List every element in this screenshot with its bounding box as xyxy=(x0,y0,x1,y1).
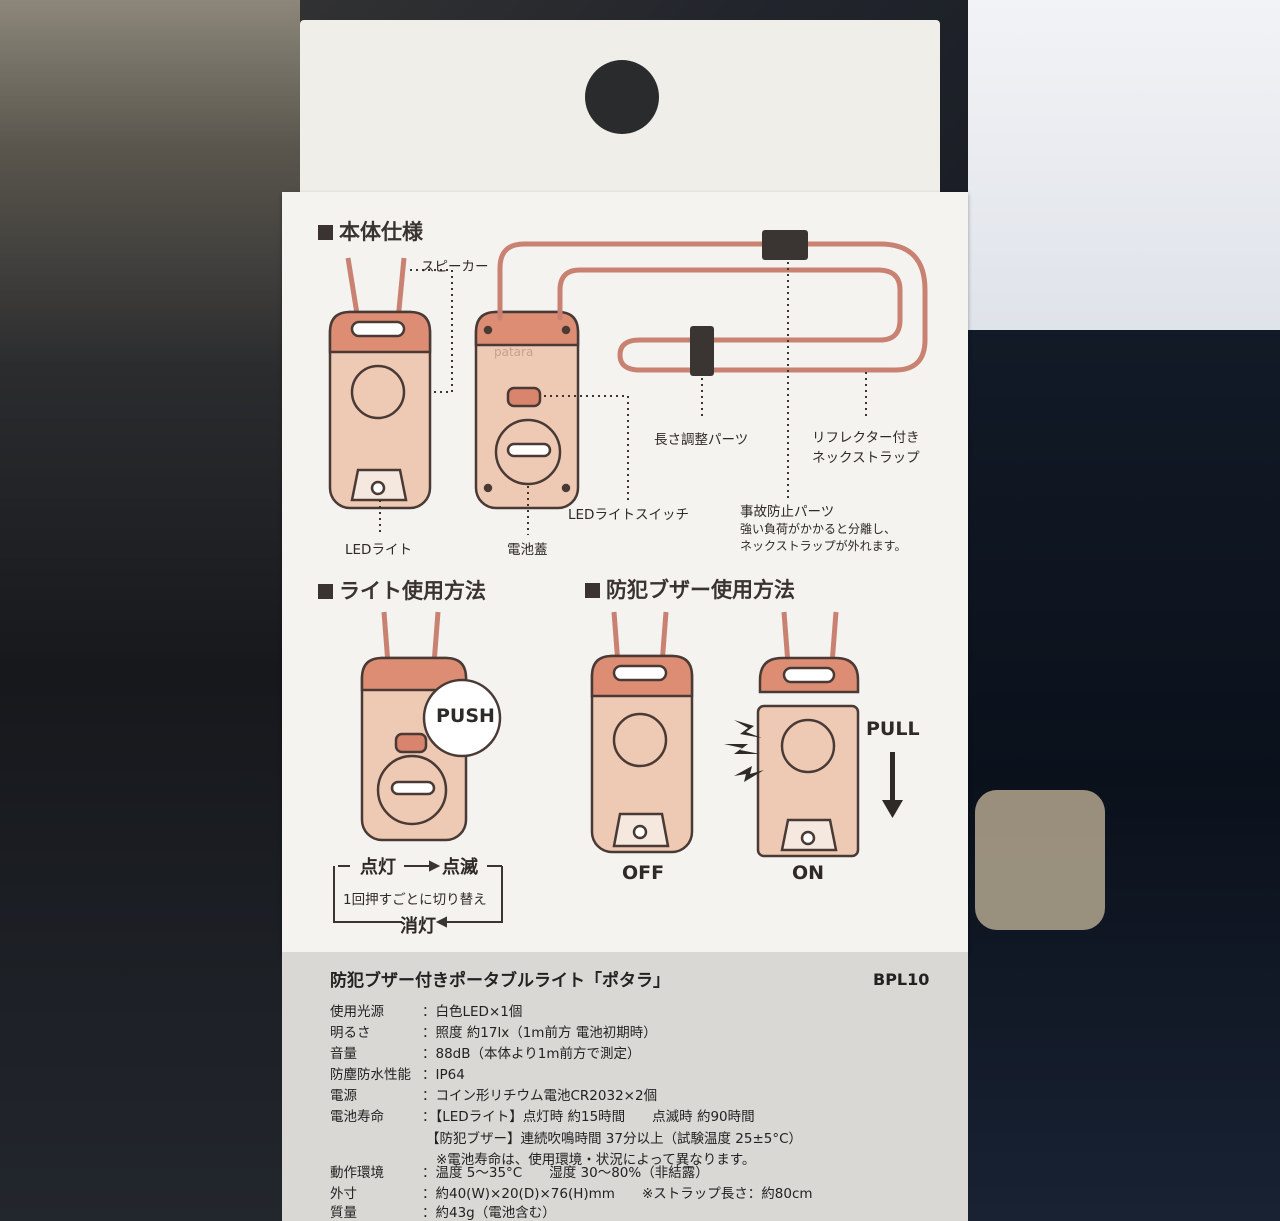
spec-row: 防塵防水性能：IP64 xyxy=(330,1067,465,1083)
device-logo: patara xyxy=(494,345,534,359)
neck-strap xyxy=(497,241,928,373)
label-accident-desc-1: 強い負荷がかかると分離し、 xyxy=(740,522,897,536)
pull-arrow-icon xyxy=(882,752,903,818)
buzzer-on-label: ON xyxy=(792,862,825,884)
section-title-light-usage: ライト使用方法 xyxy=(318,575,486,605)
light-device xyxy=(360,611,502,842)
buzzer-device-off xyxy=(590,611,694,854)
spec-product-title: 防犯ブザー付きポータブルライト「ポタラ」 xyxy=(330,971,670,991)
label-reflector-2: ネックストラップ xyxy=(812,450,920,466)
device-front xyxy=(328,257,432,510)
background-window xyxy=(968,0,1280,330)
flow-on-label: 点灯 xyxy=(360,857,396,878)
light-flow-box xyxy=(333,860,503,928)
spec-row: 音量：88dB（本体より1m前方で測定） xyxy=(330,1046,641,1062)
push-label: PUSH xyxy=(436,705,495,727)
label-led-light: LEDライト xyxy=(345,542,412,558)
spec-row: 使用光源：白色LED×1個 xyxy=(330,1004,523,1020)
background-blur-left xyxy=(0,0,300,1221)
flow-toggle-note: 1回押すごとに切り替え xyxy=(343,892,487,908)
spec-row: 明るさ：照度 約17lx（1m前方 電池初期時） xyxy=(330,1025,657,1041)
spec-row: 電源：コイン形リチウム電池CR2032×2個 xyxy=(330,1088,658,1104)
label-speaker: スピーカー xyxy=(421,259,489,275)
label-length-part: 長さ調整パーツ xyxy=(654,432,749,448)
buzzer-off-label: OFF xyxy=(622,862,665,884)
spec-row: 動作環境：温度 5〜35°C 湿度 30〜80%（非結露） xyxy=(330,1165,709,1181)
label-reflector-1: リフレクター付き xyxy=(812,430,920,446)
label-led-switch: LEDライトスイッチ xyxy=(568,507,689,523)
background-table xyxy=(968,330,1280,1221)
label-battery-cover: 電池蓋 xyxy=(507,542,548,558)
hanger-hole xyxy=(585,60,659,134)
section-title-body-spec: 本体仕様 xyxy=(318,216,423,246)
section-title-buzzer-usage: 防犯ブザー使用方法 xyxy=(585,574,795,604)
flow-off-label: 消灯 xyxy=(400,916,436,937)
flow-blink-label: 点滅 xyxy=(442,857,478,878)
label-accident-desc-2: ネックストラップが外れます。 xyxy=(740,539,907,553)
label-accident-part: 事故防止パーツ xyxy=(740,504,835,520)
buzzer-device-on xyxy=(756,611,860,858)
spec-model-number: BPL10 xyxy=(873,970,930,989)
accident-part-icon xyxy=(762,230,808,260)
background-device xyxy=(975,790,1105,930)
sound-icon xyxy=(724,720,764,782)
spec-battery-note: ※電池寿命は、使用環境・状況によって異なります。 xyxy=(436,1152,756,1168)
device-back xyxy=(474,310,580,510)
spec-row: 質量：約43g（電池含む） xyxy=(330,1205,556,1221)
spec-panel xyxy=(282,952,968,1221)
spec-row: 外寸：約40(W)×20(D)×76(H)mm ※ストラップ長さ：約80cm xyxy=(330,1186,813,1202)
pull-label: PULL xyxy=(866,718,920,740)
spec-row: 電池寿命：【LEDライト】点灯時 約15時間 点滅時 約90時間 xyxy=(330,1109,755,1125)
spec-battery-buzzer: 【防犯ブザー】連続吹鳴時間 37分以上（試験温度 25±5°C） xyxy=(426,1131,803,1147)
length-part-icon xyxy=(690,326,714,376)
